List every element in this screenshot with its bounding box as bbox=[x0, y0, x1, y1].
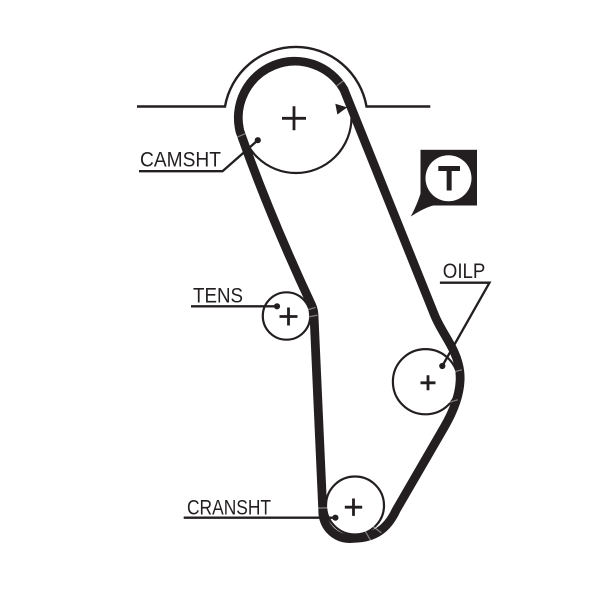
svg-text:CRANSHT: CRANSHT bbox=[187, 496, 271, 520]
svg-text:TENS: TENS bbox=[193, 284, 243, 308]
svg-text:CAMSHT: CAMSHT bbox=[140, 147, 221, 171]
svg-text:OILP: OILP bbox=[443, 259, 486, 283]
